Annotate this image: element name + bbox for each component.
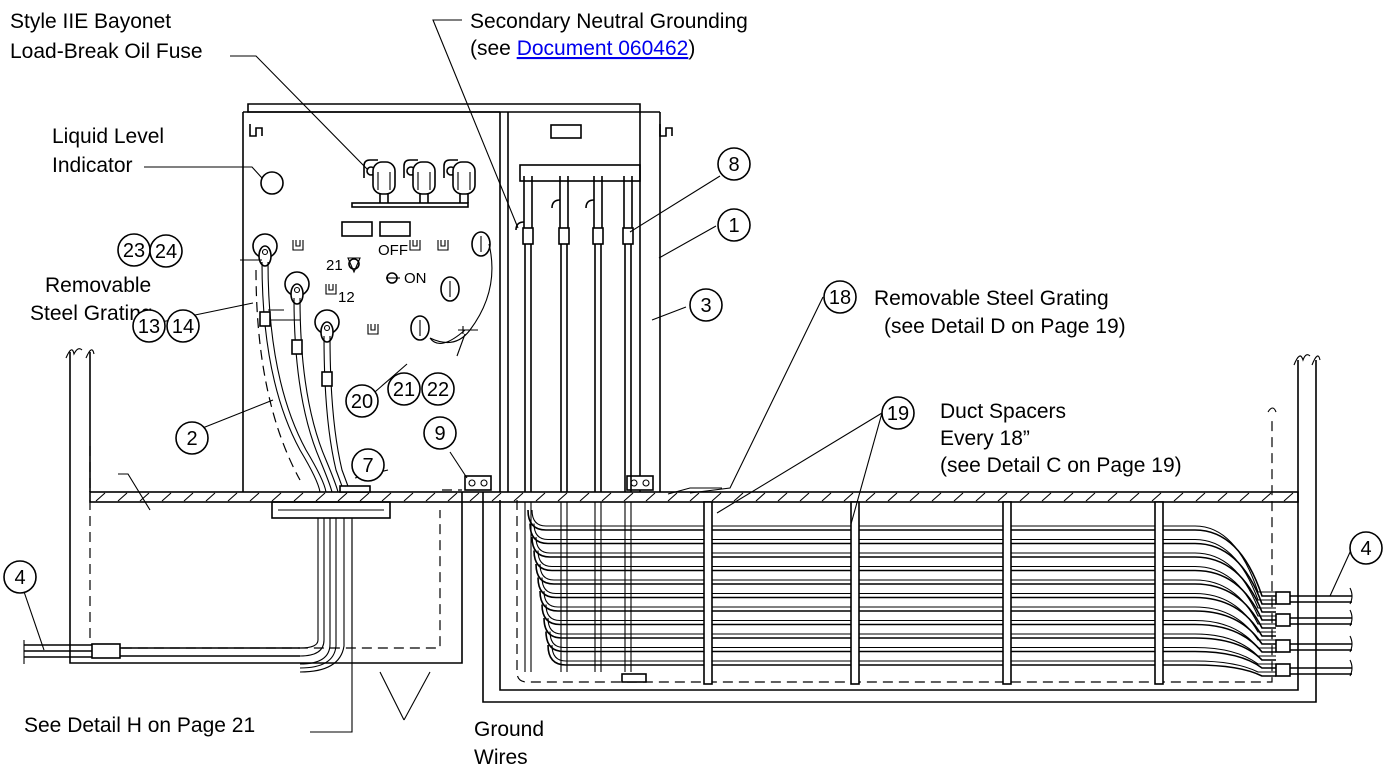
primary-bushing-3-icon [314,309,340,343]
label-neutral: Secondary Neutral Grounding (see Documen… [470,10,748,60]
label-liquid-level: Liquid Level Indicator [52,125,164,177]
grating [89,491,1299,503]
callout-19: 19 [881,396,915,430]
label-duct-line1: Duct Spacers [940,400,1066,423]
callout-24: 24 [149,234,183,268]
duct-bundle [527,509,1276,677]
fuse-3-icon [443,159,476,203]
fuse-1-icon [363,159,396,203]
label-grating-left-line2: Steel Grating [30,302,153,325]
callout-2: 2 [175,421,209,455]
liquid-level-indicator [260,171,284,195]
callout-13: 13 [132,309,166,343]
label-duct-spacers: Duct Spacers Every 18” (see Detail C on … [940,400,1182,477]
on-off-switch-icon [386,272,400,284]
callout-23: 23 [117,233,151,267]
label-duct-line2: Every 18” [940,427,1030,450]
callout-number: 4 [1360,538,1371,560]
label-duct-line3: (see Detail C on Page 19) [940,454,1182,477]
primary-bushing-2-icon [284,271,310,305]
panel-on-label: ON [404,270,427,287]
primary-cables [255,261,371,493]
duct-spacers [703,501,1164,685]
secondary-cable-1 [515,176,534,672]
label-grating-right-line1: Removable Steel Grating [874,287,1109,310]
label-fuse-line2: Load-Break Oil Fuse [10,40,203,63]
callout-number: 14 [172,316,194,338]
label-liquid-line1: Liquid Level [52,125,164,148]
cable-splice-shelf [23,501,391,673]
callout-number: 20 [351,391,373,413]
label-grating-right: Removable Steel Grating (see Detail D on… [874,287,1126,338]
label-neutral-line2: (see Document 060462) [470,37,695,60]
label-ground-line2: Wires [474,746,528,769]
callout-14: 14 [166,309,200,343]
label-neutral-line1: Secondary Neutral Grounding [470,10,748,33]
callout-number: 24 [155,241,177,263]
callout-number: 4 [14,567,25,589]
panel-off-label: OFF [378,242,408,259]
callout-number: 21 [393,379,415,401]
tap-changer-icon [347,257,361,274]
callout-9: 9 [423,416,457,450]
fuse-2-icon [403,159,436,203]
cable-terminations-right [1275,587,1353,677]
label-detail-h-text: See Detail H on Page 21 [24,714,255,737]
callout-3: 3 [689,288,723,322]
label-grating-left-line1: Removable [45,274,151,297]
callout-20: 20 [345,384,379,418]
callout-number: 8 [728,154,739,176]
primary-bushing-1-icon [252,233,278,267]
callout-number: 22 [427,379,449,401]
ground-terminals [442,475,654,683]
panel-21-label: 21 [326,257,343,274]
callout-21: 21 [387,372,421,406]
label-ground-wires: Ground Wires [474,718,544,769]
pit-walls [65,348,1321,703]
callout-number: 2 [186,428,197,450]
panel-12-label: 12 [338,289,355,306]
u-brackets [292,240,449,335]
label-grating-left: Removable Steel Grating [30,274,153,325]
label-fuse: Style IIE Bayonet Load-Break Oil Fuse [10,10,203,63]
callout-7: 7 [351,448,385,482]
callout-number: 23 [123,240,145,262]
callout-1: 1 [717,208,751,242]
callout-number: 19 [887,403,909,425]
callout-number: 7 [362,455,373,477]
callout-number: 18 [829,287,851,309]
secondary-cable-3 [585,176,604,672]
callout-number: 1 [728,215,739,237]
bayonet-fuses [363,159,476,203]
callout-8: 8 [717,147,751,181]
callout-number: 13 [138,316,160,338]
panel-controls: OFF ON 21 12 [292,231,493,344]
callout-number: 9 [434,423,445,445]
document-link[interactable]: Document 060462 [517,37,689,60]
label-grating-right-line2: (see Detail D on Page 19) [884,315,1126,338]
callout-18: 18 [823,280,857,314]
callout-4: 4 [3,560,37,594]
callout-number: 3 [700,295,711,317]
label-detail-h: See Detail H on Page 21 [24,714,255,737]
callout-22: 22 [421,372,455,406]
label-liquid-line2: Indicator [52,154,133,177]
transformer-cabinet [242,103,673,492]
label-fuse-line1: Style IIE Bayonet [10,10,171,33]
callout-4-right: 4 [1349,531,1383,565]
label-ground-line1: Ground [474,718,544,741]
